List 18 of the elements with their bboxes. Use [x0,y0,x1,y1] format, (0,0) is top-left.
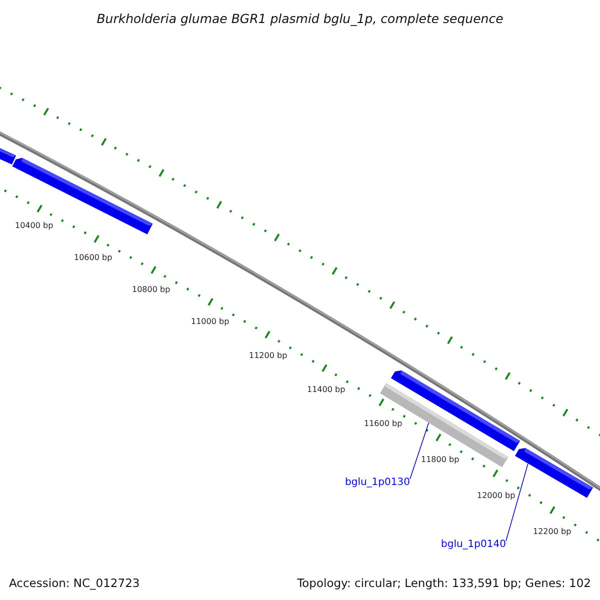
gene-bar [514,447,594,500]
position-label: 12000 bp [477,491,516,501]
position-label: 11600 bp [364,419,402,429]
position-label: 10600 bp [74,253,112,263]
gene-label: bglu_1p0140 [441,539,506,551]
position-label: 12200 bp [533,527,572,537]
leader-line [410,422,430,480]
title: Burkholderia glumae BGR1 plasmid bglu_1p, complete sequence [96,10,504,28]
position-label: 10800 bp [132,285,170,295]
position-label: 11200 bp [249,351,288,361]
position-label: 11000 bp [191,317,230,327]
accession-text: Accession: NC_012723 [9,575,140,592]
position-label: 11400 bp [307,385,346,395]
gene-label: bglu_1p0130 [345,477,410,489]
leader-line [506,463,528,542]
position-label: 10400 bp [15,221,54,231]
position-label: 11800 bp [421,455,460,465]
sequence-info-text: Topology: circular; Length: 133,591 bp; Genes: 102 [297,575,591,592]
